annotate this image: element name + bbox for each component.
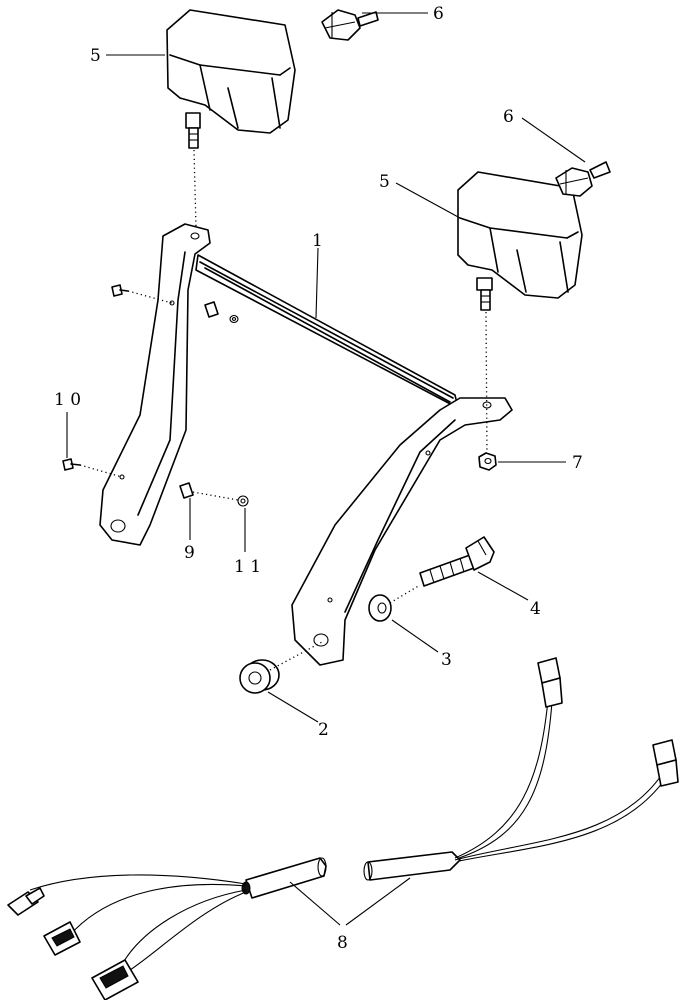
callout-washer: 3	[441, 650, 452, 670]
callout-bulb-right: 6	[503, 107, 514, 127]
clip-upper	[204, 301, 239, 324]
callout-lamp-left: 5	[90, 46, 101, 66]
spacer	[239, 659, 280, 694]
wiring-harness	[7, 657, 679, 1000]
leader-lines	[66, 12, 586, 926]
callout-clip: 9	[184, 543, 195, 563]
washer	[368, 594, 392, 622]
callout-screw: 1 0	[54, 390, 81, 410]
callout-labels: 1 2 3 4 5 5 6 6 7 8 9 1 0 1 1	[54, 4, 583, 953]
screw-upper	[111, 284, 129, 297]
callout-harness: 8	[337, 933, 348, 953]
lamp-left	[166, 9, 296, 149]
lamp-right	[457, 171, 583, 311]
callout-lamp-right: 5	[379, 172, 390, 192]
callout-small-washer: 1 1	[234, 557, 261, 577]
callout-bolt: 4	[530, 599, 541, 619]
assembly-lines	[79, 149, 488, 671]
screw-lower	[62, 458, 81, 471]
small-washer	[237, 495, 249, 507]
bulb-left	[321, 9, 379, 41]
bolt	[419, 536, 495, 587]
callout-nut: 7	[572, 453, 583, 473]
callout-spacer: 2	[318, 720, 329, 740]
bulb-right	[555, 161, 611, 197]
callout-bulb-left: 6	[433, 4, 444, 24]
nut	[478, 452, 497, 471]
callout-frame: 1	[312, 231, 323, 251]
frame-bracket	[99, 223, 513, 666]
clip-lower	[179, 482, 194, 499]
